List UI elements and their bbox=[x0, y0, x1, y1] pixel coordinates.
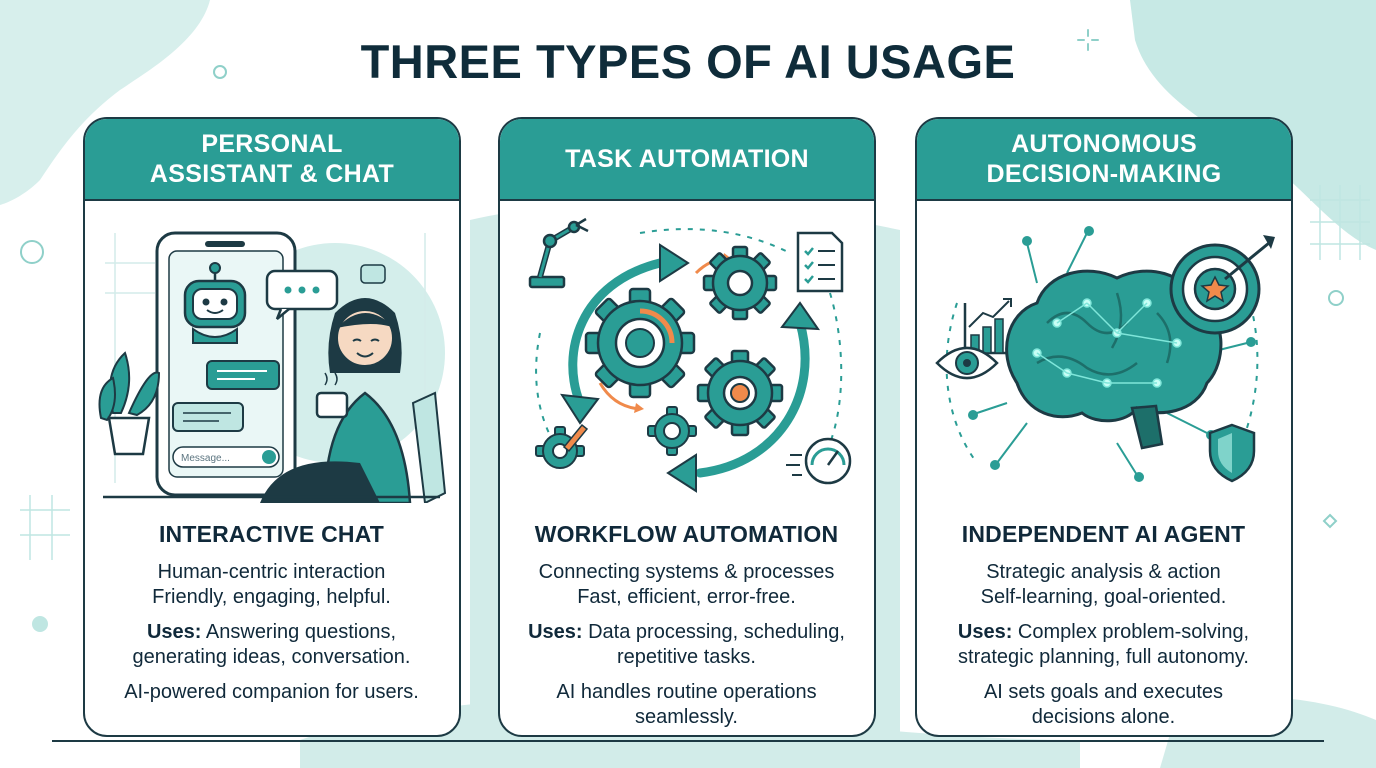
card-desc-line2: Fast, efficient, error-free. bbox=[577, 586, 796, 608]
card-desc-line1: Human-centric interaction bbox=[157, 561, 386, 583]
card-summary: AI handles routine operations seamlessly… bbox=[556, 681, 817, 728]
card-desc-line2: Self-learning, goal-oriented. bbox=[980, 586, 1227, 608]
woman-with-coffee-icon bbox=[260, 298, 447, 503]
card-subheading: INDEPENDENT AI AGENT bbox=[961, 521, 1246, 547]
speech-bubble-icon bbox=[172, 264, 386, 432]
decision-illustration bbox=[935, 226, 1275, 483]
eye-icon bbox=[935, 346, 999, 380]
card-body: INDEPENDENT AI AGENT Strategic analysis … bbox=[917, 521, 1290, 730]
card-header: AUTONOMOUS DECISION-MAKING bbox=[917, 119, 1291, 201]
card-personal-assistant: PERSONAL ASSISTANT & CHAT bbox=[83, 117, 461, 737]
card-header: TASK AUTOMATION bbox=[500, 119, 874, 201]
message-input-placeholder: Message... bbox=[181, 453, 230, 464]
card-uses: Uses: Answering questions, generating id… bbox=[132, 621, 411, 668]
card-task-automation: TASK AUTOMATION bbox=[498, 117, 876, 737]
card-desc-line1: Connecting systems & processes bbox=[538, 561, 835, 583]
card-summary: AI sets goals and executes decisions alo… bbox=[983, 681, 1224, 728]
card-desc-line1: Strategic analysis & action bbox=[986, 561, 1221, 583]
chat-illustration: Message... bbox=[98, 231, 447, 503]
baseline-divider bbox=[52, 740, 1324, 742]
robotic-arm-icon bbox=[528, 217, 589, 289]
plant-icon bbox=[98, 351, 161, 456]
card-autonomous-decision: AUTONOMOUS DECISION-MAKING bbox=[915, 117, 1293, 737]
automation-illustration bbox=[528, 217, 852, 493]
card-uses: Uses: Data processing, scheduling, repet… bbox=[528, 621, 845, 668]
card-body: INTERACTIVE CHAT Human-centric interacti… bbox=[85, 521, 458, 705]
page-title: THREE TYPES OF AI USAGE bbox=[360, 35, 1016, 88]
speedometer-icon bbox=[786, 437, 852, 485]
cycle-arrows-icon bbox=[568, 258, 810, 478]
card-header: PERSONAL ASSISTANT & CHAT bbox=[85, 119, 459, 201]
shield-icon bbox=[1208, 423, 1256, 483]
checklist-icon bbox=[796, 231, 844, 293]
robot-icon bbox=[183, 262, 247, 344]
target-icon bbox=[1169, 235, 1275, 335]
card-subheading: WORKFLOW AUTOMATION bbox=[534, 521, 839, 547]
card-subheading: INTERACTIVE CHAT bbox=[158, 521, 385, 547]
card-body: WORKFLOW AUTOMATION Connecting systems &… bbox=[500, 521, 873, 730]
card-uses: Uses: Complex problem-solving, strategic… bbox=[957, 621, 1250, 668]
card-desc-line2: Friendly, engaging, helpful. bbox=[152, 586, 391, 608]
gear-icon bbox=[535, 245, 784, 469]
card-summary: AI-powered companion for users. bbox=[124, 681, 419, 703]
brain-circuit-icon bbox=[1005, 269, 1223, 450]
